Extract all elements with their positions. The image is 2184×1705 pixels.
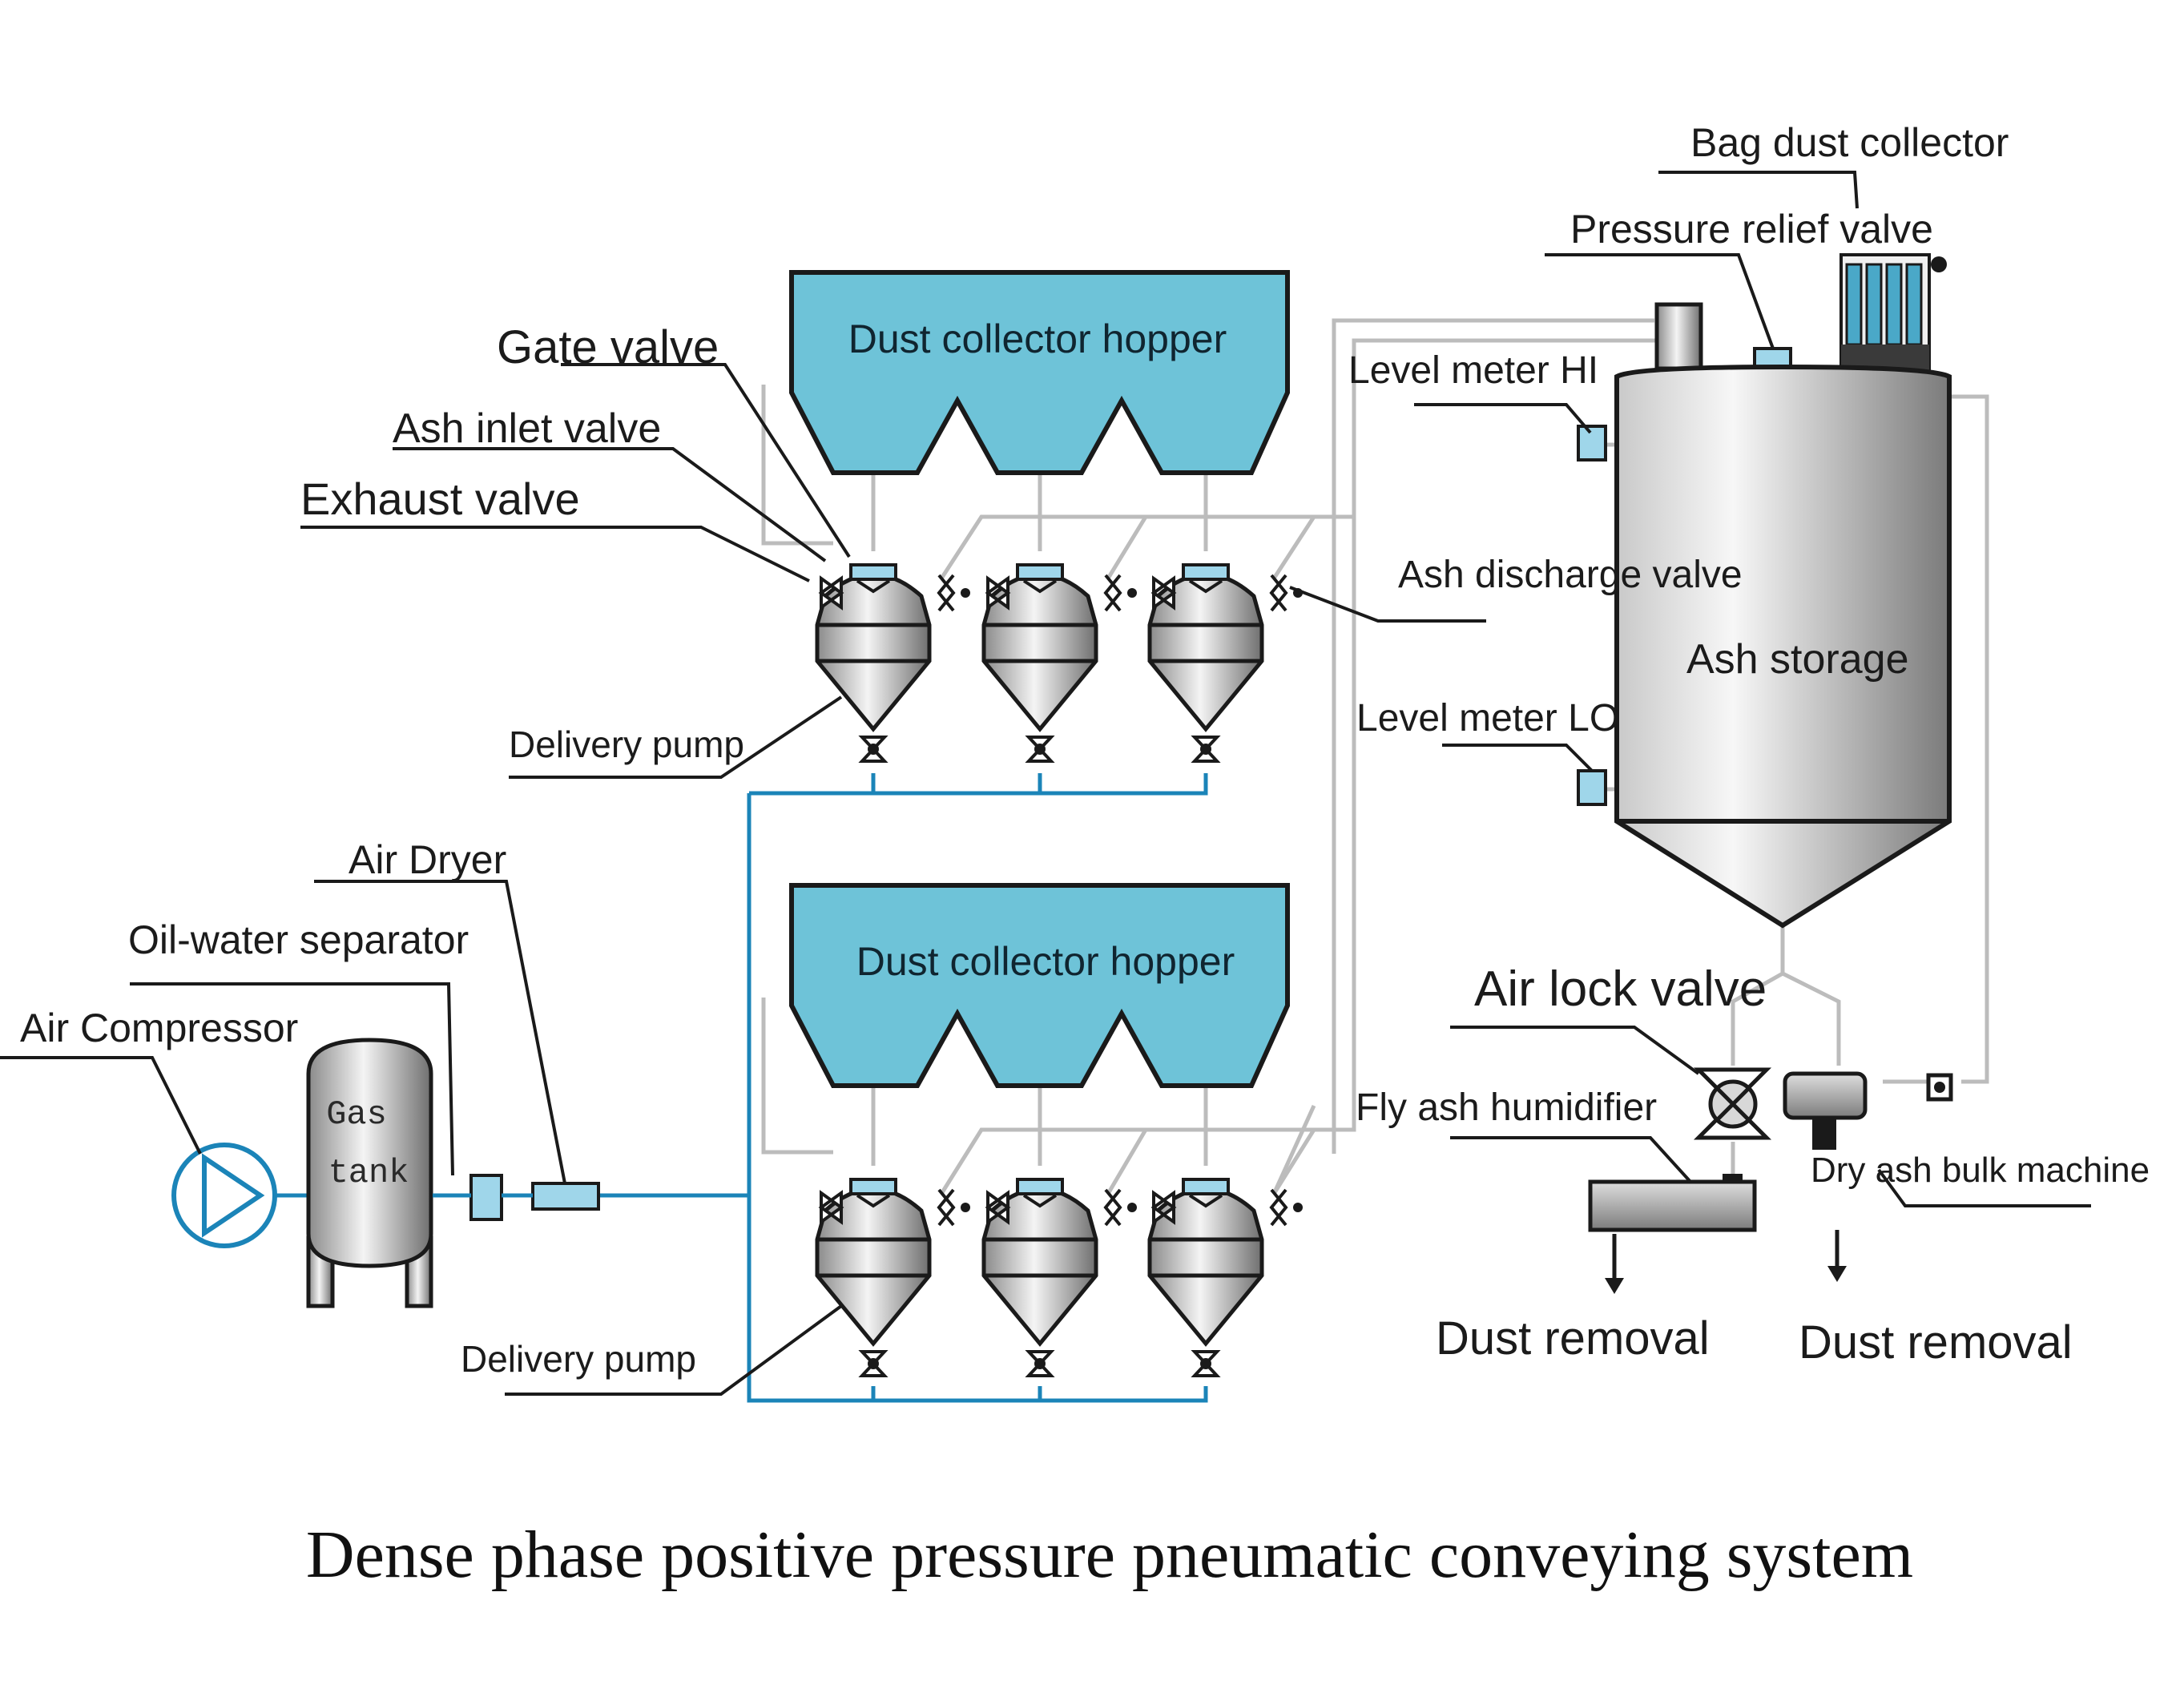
- label-gate-valve: Gate valve: [497, 321, 719, 373]
- label-level-meter-lo: Level meter LO: [1356, 697, 1619, 740]
- gas-tank-icon: Gas tank: [306, 1038, 433, 1308]
- delivery-pump-icon: [984, 565, 1137, 761]
- label-ash-storage: Ash storage: [1686, 636, 1909, 683]
- oil-water-separator-icon: [469, 1174, 503, 1221]
- hopper-top-label: Dust collector hopper: [848, 316, 1227, 361]
- level-meter-hi-icon: [1577, 425, 1607, 462]
- gas-tank-line1: Gas: [326, 1095, 387, 1134]
- dust-collector-hopper-bottom: Dust collector hopper: [789, 883, 1290, 1088]
- hopper-bottom-label: Dust collector hopper: [856, 939, 1235, 984]
- dry-ash-bulk-machine-icon: [1783, 1071, 1953, 1282]
- grey-pipework: [761, 318, 1989, 1195]
- label-ash-inlet-valve: Ash inlet valve: [393, 405, 661, 452]
- label-dust-removal-left: Dust removal: [1436, 1312, 1710, 1364]
- delivery-pump-icon: [984, 1179, 1137, 1376]
- leader-lines: [0, 171, 2091, 1396]
- label-dust-removal-right: Dust removal: [1799, 1316, 2073, 1368]
- label-bag-dust-collector: Bag dust collector: [1690, 120, 2009, 165]
- delivery-pump-icon: [1150, 565, 1303, 761]
- label-dry-ash-bulk-machine: Dry ash bulk machine: [1811, 1151, 2150, 1190]
- label-fly-ash-humidifier: Fly ash humidifier: [1356, 1086, 1657, 1129]
- delivery-pumps-top: [817, 565, 1303, 761]
- delivery-pumps-bottom: [817, 1179, 1303, 1376]
- delivery-pump-icon: [1150, 1179, 1303, 1376]
- label-air-lock-valve: Air lock valve: [1474, 961, 1767, 1017]
- air-dryer-icon: [531, 1182, 600, 1211]
- diagram-title: Dense phase positive pressure pneumatic …: [306, 1518, 1913, 1592]
- delivery-pump-icon: [817, 1179, 970, 1376]
- label-level-meter-hi: Level meter HI: [1348, 349, 1598, 392]
- label-delivery-pump-bottom: Delivery pump: [461, 1338, 696, 1380]
- gas-tank-line2: tank: [328, 1154, 409, 1192]
- label-delivery-pump-top: Delivery pump: [509, 724, 744, 765]
- label-oil-water-separator: Oil-water separator: [128, 917, 469, 962]
- bag-dust-collector-icon: [1839, 253, 1947, 373]
- label-air-compressor: Air Compressor: [20, 1006, 298, 1050]
- level-meter-lo-icon: [1577, 769, 1607, 806]
- air-lock-valve-icon: [1693, 1067, 1772, 1140]
- delivery-pump-icon: [817, 565, 970, 761]
- labels: Bag dust collector Pressure relief valve…: [20, 120, 2150, 1380]
- air-compressor-icon: [171, 1143, 277, 1248]
- ash-storage-silo: [1577, 253, 1952, 929]
- dust-collector-hopper-top: Dust collector hopper: [789, 270, 1290, 475]
- label-pressure-relief-valve: Pressure relief valve: [1570, 207, 1933, 252]
- label-ash-discharge-valve: Ash discharge valve: [1398, 554, 1743, 596]
- label-exhaust-valve: Exhaust valve: [300, 474, 580, 524]
- fly-ash-humidifier-icon: [1588, 1174, 1757, 1294]
- label-air-dryer: Air Dryer: [349, 837, 506, 882]
